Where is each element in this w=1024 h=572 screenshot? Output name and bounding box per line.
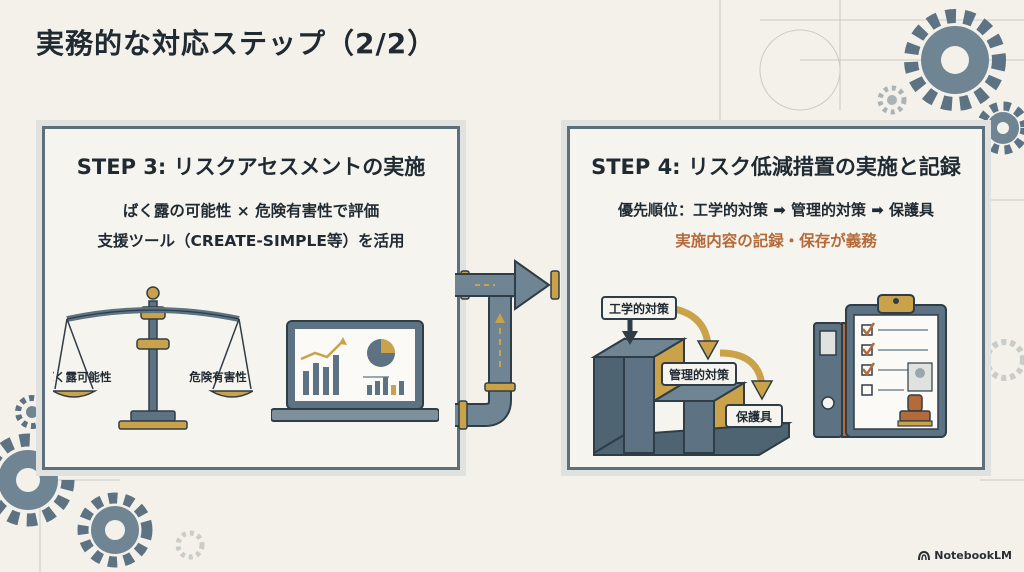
stair-label-ppe: 保護具 — [735, 409, 772, 424]
stair-label-engineering: 工学的対策 — [609, 301, 670, 316]
brand-logo: NotebookLM — [918, 549, 1012, 562]
step3-title: STEP 3: リスクアセスメントの実施 — [76, 155, 426, 179]
notebooklm-icon — [918, 550, 931, 560]
gear-icon — [984, 339, 1024, 381]
step3-line2: 支援ツール（CREATE-SIMPLE等）を活用 — [97, 232, 405, 250]
stamp-icon — [897, 394, 933, 427]
gear-icon — [175, 530, 205, 560]
clipboard-checklist-icon — [845, 294, 947, 438]
step3-line1: ばく露の可能性 × 危険有害性で評価 — [122, 202, 380, 220]
scale-right-label: 危険有害性 — [188, 370, 247, 384]
document-records-icon — [813, 294, 947, 438]
balance-scale-icon: ばく露可能性 危険有害性 — [53, 286, 253, 430]
step4-panel: STEP 4: リスク低減措置の実施と記録 優先順位：工学的対策 ➡ 管理的対策… — [567, 126, 985, 470]
gear-icon — [976, 101, 1024, 155]
step4-line1: 優先順位：工学的対策 ➡ 管理的対策 ➡ 保護具 — [617, 201, 935, 219]
brand-name: NotebookLM — [934, 549, 1012, 562]
staircase-icon: 工学的対策 管理的対策 保護具 — [590, 296, 793, 456]
gear-icon — [877, 85, 907, 115]
gear-icon — [77, 492, 153, 568]
pipe-arrow-icon — [455, 259, 560, 430]
step4-line2: 実施内容の記録・保存が義務 — [675, 232, 877, 250]
page-title: 実務的な対応ステップ（2/2） — [36, 27, 437, 60]
gear-icon — [904, 9, 1006, 111]
scale-left-label: ばく露可能性 — [53, 370, 112, 384]
step4-title: STEP 4: リスク低減措置の実施と記録 — [591, 155, 961, 179]
laptop-chart-icon — [271, 320, 439, 422]
step3-panel: STEP 3: リスクアセスメントの実施 ばく露の可能性 × 危険有害性で評価 … — [42, 126, 460, 470]
stair-label-administrative: 管理的対策 — [669, 367, 730, 382]
